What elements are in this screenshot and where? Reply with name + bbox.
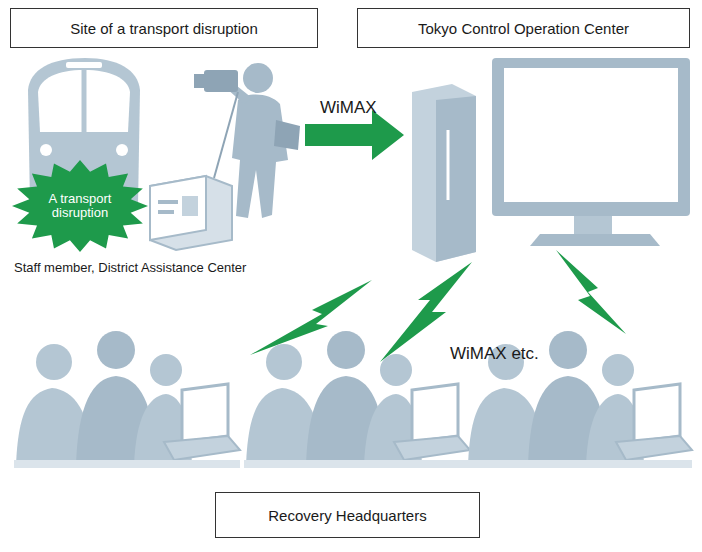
heading-box: Tokyo Control Operation Center [357, 8, 690, 48]
caption-label: Staff member, District Assistance Center [14, 260, 246, 275]
wimax-arrow [305, 110, 404, 160]
staff-member-illustration [150, 63, 300, 250]
heading-box: Recovery Headquarters [215, 492, 480, 538]
disruption-starburst: A transport disruption [12, 160, 148, 252]
computer-illustration [412, 58, 690, 262]
burst-text: A transport disruption [34, 192, 126, 221]
box-title: Tokyo Control Operation Center [418, 20, 629, 37]
heading-box: Site of a transport disruption [10, 8, 318, 48]
connection-label: WiMAX [320, 98, 377, 118]
connection-label: WiMAX etc. [450, 344, 539, 364]
box-title: Site of a transport disruption [70, 20, 258, 37]
wireless-bolt [556, 250, 626, 334]
box-title: Recovery Headquarters [268, 507, 426, 524]
